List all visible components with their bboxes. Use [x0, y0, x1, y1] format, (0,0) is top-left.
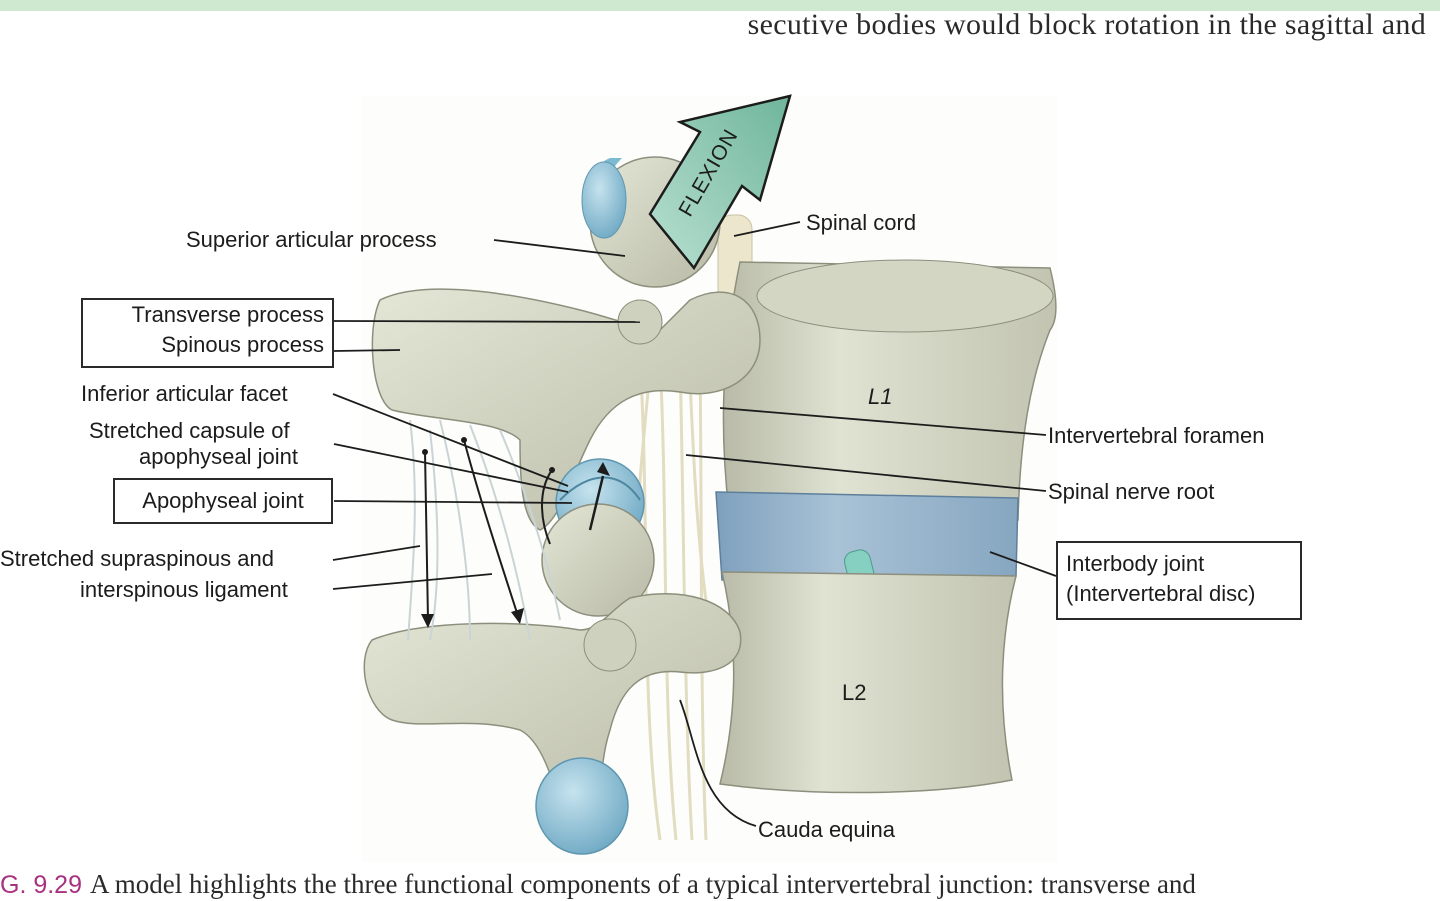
apophyseal-joint-box: Apophyseal joint	[113, 478, 333, 524]
stretch-arrows	[424, 439, 519, 621]
vertebral-body-l2	[719, 571, 1017, 794]
label-spinous-process: Spinous process	[161, 332, 324, 357]
label-cauda-equina: Cauda equina	[758, 817, 896, 842]
body-text-top: secutive bodies would block rotation in …	[747, 8, 1426, 41]
label-stretched-capsule-line1: Stretched capsule of	[89, 418, 290, 443]
apophyseal-joint	[541, 458, 655, 617]
figure-caption: G. 9.29 A model highlights the three func…	[0, 869, 1196, 900]
label-superior-articular-process: Superior articular process	[186, 227, 437, 252]
vertebral-body-l1	[722, 259, 1057, 521]
label-stretched-ligament-line2: interspinous ligament	[80, 577, 288, 602]
leader-lines	[332, 221, 1057, 827]
label-apophyseal-joint: Apophyseal joint	[142, 488, 304, 513]
capsule-bracket	[541, 469, 553, 545]
label-inferior-articular-facet: Inferior articular facet	[81, 381, 288, 406]
caption-figure-number: G. 9.29	[0, 871, 82, 899]
label-interbody-joint-line2: (Intervertebral disc)	[1066, 581, 1256, 606]
caption-text: A model highlights the three functional …	[90, 869, 1196, 899]
l2-posterior-elements	[363, 593, 742, 855]
label-stretched-capsule-line2: apophyseal joint	[139, 444, 299, 469]
vertebra-label-l1: L1	[868, 384, 892, 409]
label-transverse-process: Transverse process	[131, 302, 324, 327]
label-spinal-nerve-root: Spinal nerve root	[1048, 479, 1215, 504]
interbody-joint-box: Interbody joint (Intervertebral disc)	[1056, 541, 1302, 620]
label-interbody-joint-line1: Interbody joint	[1066, 551, 1205, 576]
transverse-spinous-box: Transverse process Spinous process	[81, 298, 334, 368]
label-intervertebral-foramen: Intervertebral foramen	[1048, 423, 1265, 448]
label-stretched-ligament-line1: Stretched supraspinous and	[0, 546, 274, 571]
vertebra-label-l2: L2	[842, 680, 866, 705]
top-band	[0, 0, 1440, 11]
label-spinal-cord: Spinal cord	[806, 210, 917, 235]
